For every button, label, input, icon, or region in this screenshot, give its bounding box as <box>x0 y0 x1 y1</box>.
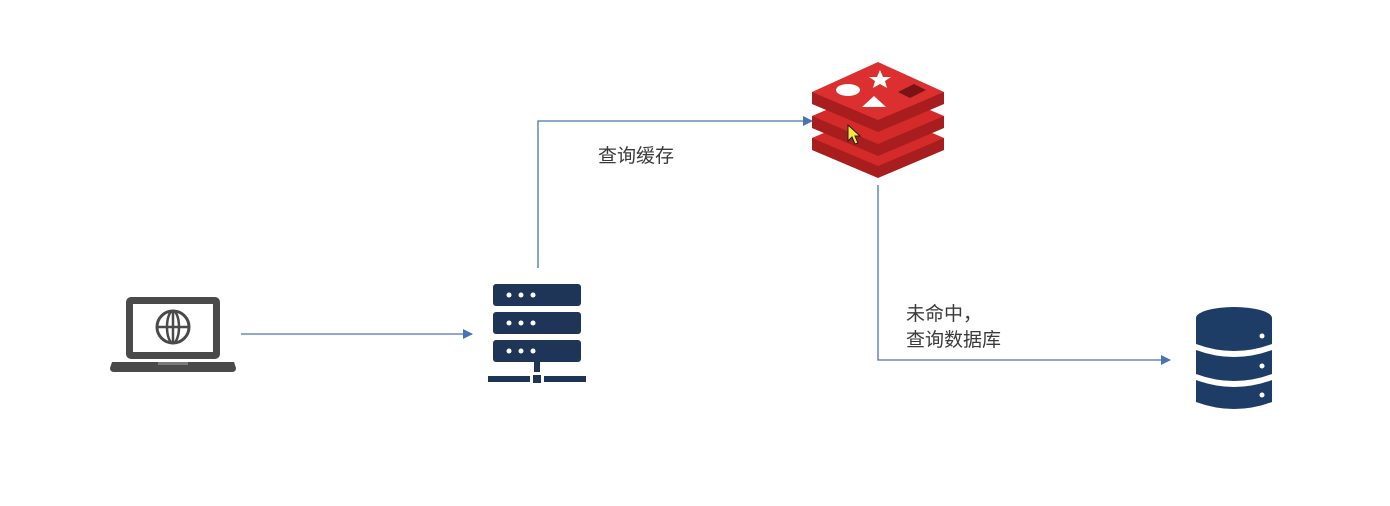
laptop-globe-icon <box>110 297 236 372</box>
arrow-cache-to-database <box>877 185 1171 365</box>
database-icon <box>1196 307 1272 409</box>
mouse-cursor-icon <box>847 123 862 145</box>
redis-icon <box>812 62 944 178</box>
edge-label-miss-query-db: 未命中， 查询数据库 <box>906 301 1001 353</box>
edge-label-miss-line2: 查询数据库 <box>906 329 1002 351</box>
server-rack-icon <box>488 284 586 383</box>
edge-label-query-cache: 查询缓存 <box>598 145 675 167</box>
arrow-server-to-cache <box>537 116 813 268</box>
edge-label-miss-line1: 未命中， <box>906 303 983 325</box>
